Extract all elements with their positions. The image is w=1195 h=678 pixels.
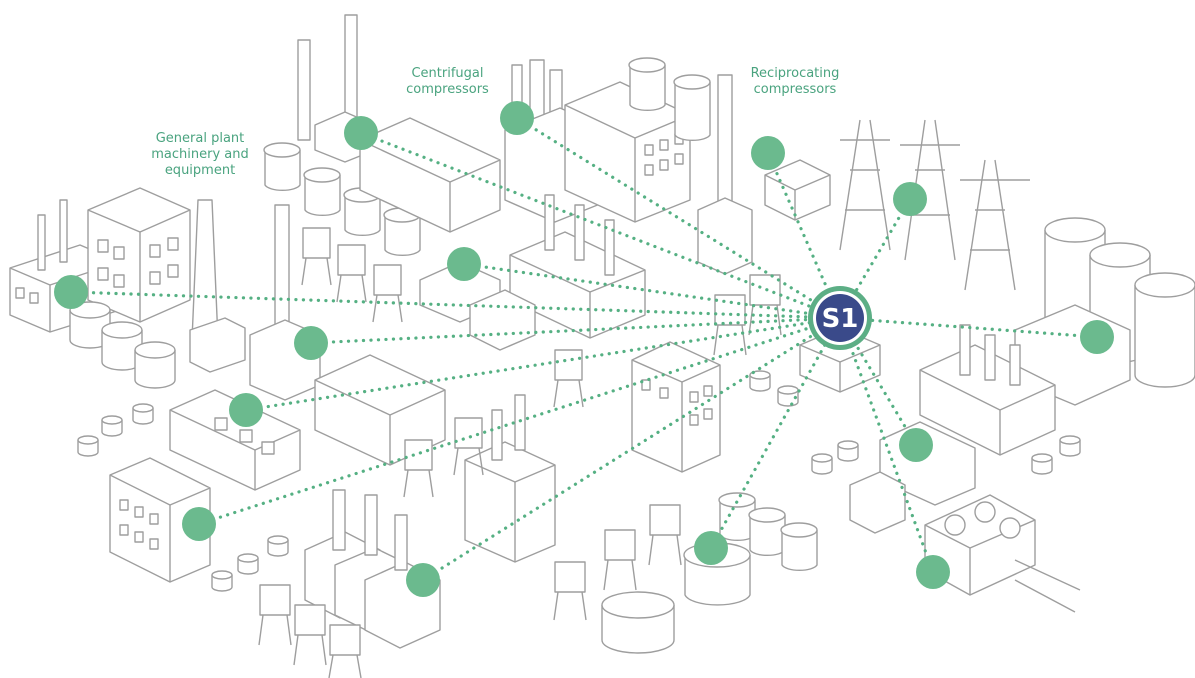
connection-line (838, 197, 912, 320)
middle-factory (419, 194, 646, 351)
connection-line (244, 316, 842, 412)
right-factory (849, 324, 1056, 534)
sensor-node[interactable] (344, 116, 378, 150)
hub-disc (816, 294, 864, 342)
right-cooling-unit (924, 494, 1081, 613)
sensor-node[interactable] (893, 182, 927, 216)
sensor-node[interactable] (751, 136, 785, 170)
centrifugal-plant (504, 57, 753, 275)
connection-line (69, 290, 842, 320)
sensor-nodes (54, 101, 1114, 597)
sensor-node[interactable] (916, 555, 950, 589)
sensor-node[interactable] (229, 393, 263, 427)
sensor-node[interactable] (182, 507, 216, 541)
connection-line (709, 316, 842, 550)
connection-line (838, 316, 935, 574)
water-towers (258, 227, 782, 678)
small-barrels (77, 370, 1081, 592)
sensor-node[interactable] (406, 563, 440, 597)
sensor-node[interactable] (54, 275, 88, 309)
hub-label: S1 (822, 304, 859, 334)
connection-lines (69, 116, 1099, 582)
sensor-node[interactable] (1080, 320, 1114, 354)
connection-line (309, 316, 842, 345)
label-centrifugal-compressors: Centrifugal compressors (406, 66, 489, 97)
connection-line (838, 316, 1099, 339)
s1-hub[interactable]: S1 (808, 286, 872, 350)
sensor-node[interactable] (447, 247, 481, 281)
sensor-node[interactable] (694, 531, 728, 565)
connection-line (359, 131, 842, 320)
center-tower-building (631, 341, 721, 473)
connection-line (462, 262, 842, 320)
left-middle-factory (169, 204, 446, 491)
label-general-plant-machinery: General plant machinery and equipment (151, 131, 249, 178)
bottom-left-office (109, 457, 211, 583)
connection-line (515, 116, 842, 320)
sensor-node[interactable] (899, 428, 933, 462)
reciprocating-transformer (764, 159, 831, 221)
connection-line (421, 316, 842, 582)
left-office-building (87, 187, 219, 341)
sensor-node[interactable] (500, 101, 534, 135)
label-reciprocating-compressors: Reciprocating compressors (750, 66, 840, 97)
left-tanks (69, 301, 246, 389)
connection-line (838, 316, 918, 447)
sensor-node[interactable] (294, 326, 328, 360)
connection-line (197, 316, 842, 526)
